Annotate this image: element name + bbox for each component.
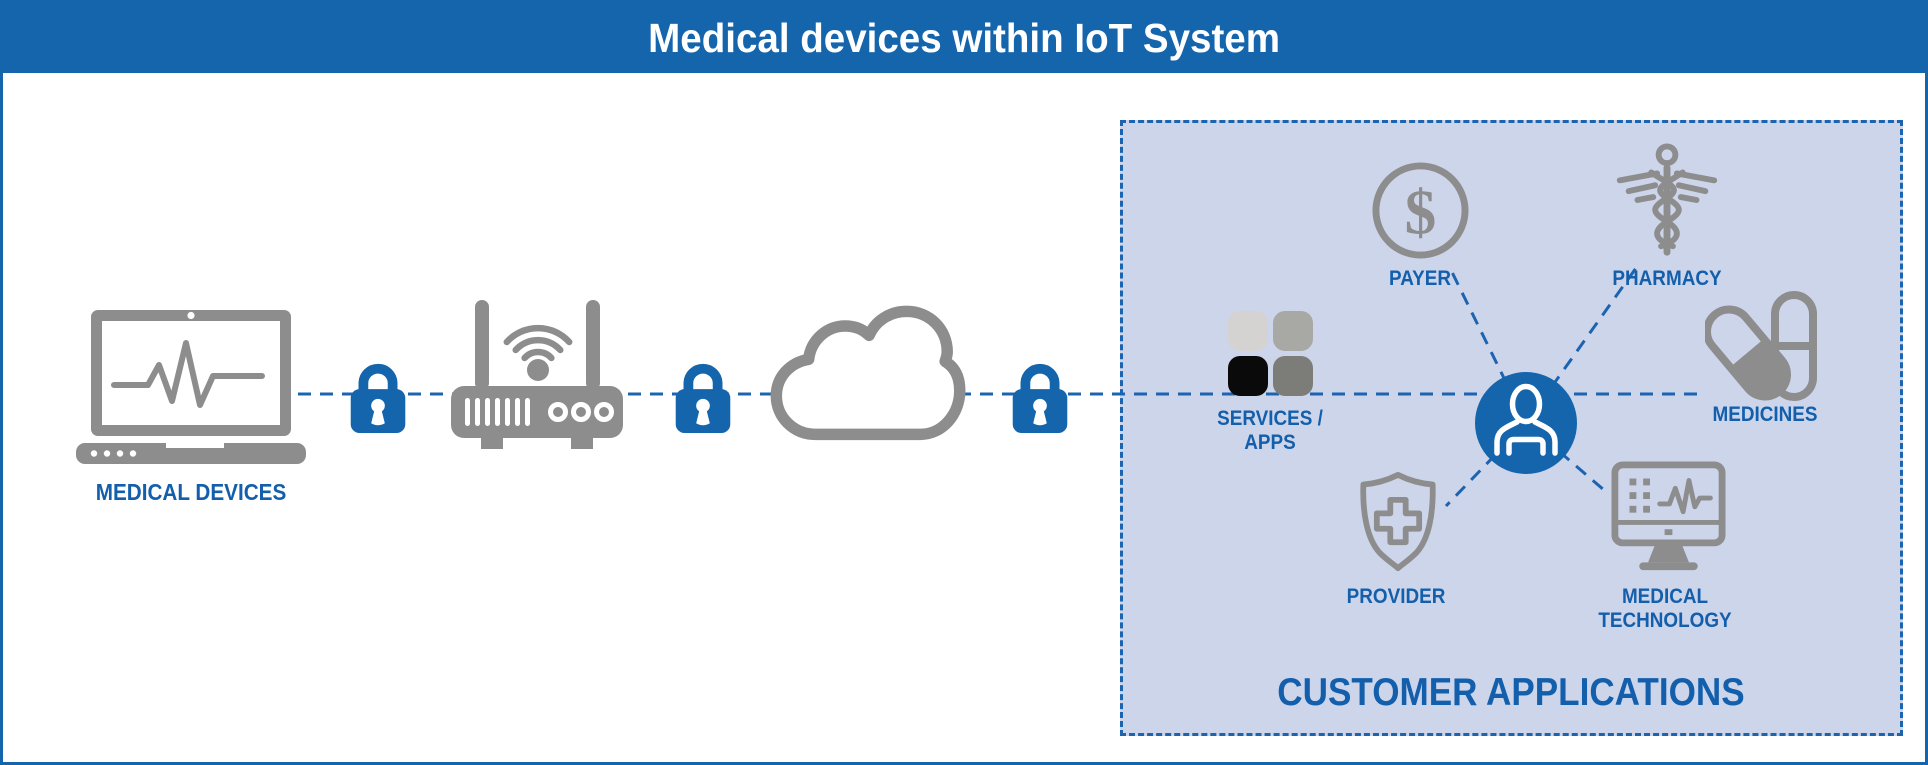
- medical-devices-label: MEDICAL DEVICES: [95, 479, 287, 505]
- laptop-heartbeat-icon: [76, 310, 306, 464]
- medicines-label: MEDICINES: [1712, 403, 1818, 426]
- cloud-icon: [770, 305, 966, 441]
- title-bar: Medical devices within IoT System: [3, 3, 1925, 73]
- medical-technology-label: MEDICAL TECHNOLOGY: [1598, 585, 1732, 632]
- dollar-circle-icon: $: [1372, 162, 1469, 259]
- hub-to-provider-line: [1444, 421, 1528, 508]
- padlock-icon: [675, 363, 731, 433]
- apps-grid-square-light: [1228, 311, 1268, 351]
- customer-applications-box: [1120, 120, 1903, 736]
- pills-icon: [1705, 291, 1817, 401]
- hub-to-medtech-line: [1525, 421, 1605, 492]
- person-icon: [1475, 372, 1577, 474]
- services-apps-label: SERVICES / APPS: [1217, 407, 1323, 454]
- payer-label: PAYER: [1389, 267, 1451, 290]
- caduceus-icon: [1616, 143, 1718, 256]
- apps-grid-square-black: [1228, 356, 1268, 396]
- page-title: Medical devices within IoT System: [648, 14, 1280, 61]
- padlock-icon: [1012, 363, 1068, 433]
- apps-grid-square-mid: [1273, 311, 1313, 351]
- apps-grid-icon: [1228, 311, 1314, 397]
- apps-grid-square-dark: [1273, 356, 1313, 396]
- monitor-heartbeat-icon: [1611, 461, 1726, 571]
- customer-applications-title: CUSTOMER APPLICATIONS: [1277, 671, 1745, 714]
- provider-label: PROVIDER: [1346, 585, 1446, 608]
- pharmacy-label: PHARMACY: [1612, 267, 1722, 290]
- wifi-router-icon: [451, 300, 623, 449]
- shield-cross-icon: [1360, 471, 1436, 572]
- dollar-glyph: $: [1405, 177, 1437, 247]
- padlock-icon: [350, 363, 406, 433]
